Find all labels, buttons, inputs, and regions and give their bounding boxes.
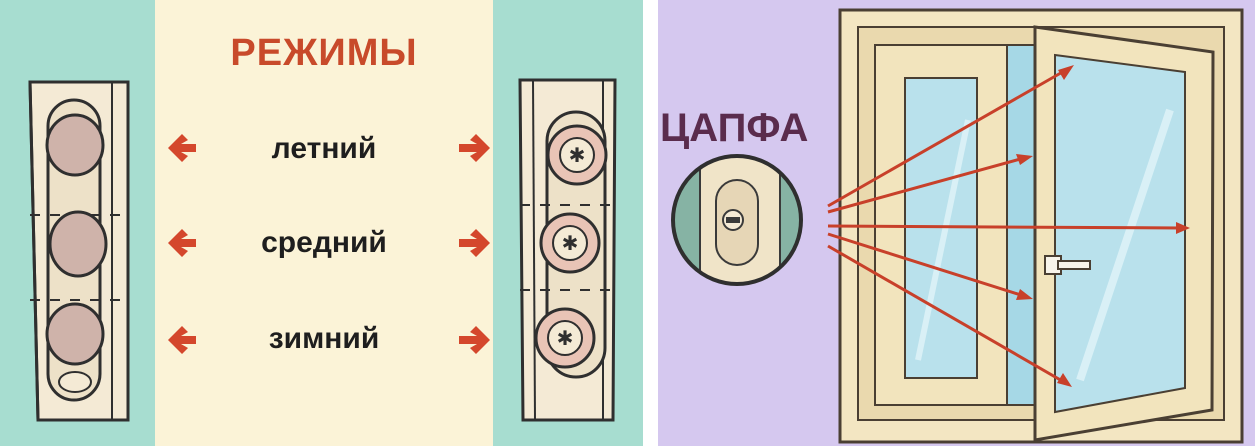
mode-label-summer: летний [271,132,377,165]
cam-winter: ✱ [534,307,596,369]
arrow-right-winter-icon [459,326,490,354]
cam-summer: ✱ [546,124,608,186]
svg-text:✱: ✱ [569,143,586,167]
mode-label-winter: зимний [268,322,380,355]
left-strike-plate [28,80,130,422]
modes-illustration: ✱ ✱ ✱ [28,78,617,422]
svg-text:✱: ✱ [557,326,574,350]
svg-text:✱: ✱ [562,231,579,255]
arrow-left-winter-icon [168,326,196,354]
mode-label-middle: средний [261,226,387,259]
modes-center-band [155,0,493,446]
modes-title: РЕЖИМЫ [230,32,418,74]
arrow-right-summer-icon [459,134,490,162]
pin-summer [45,113,105,177]
cam-middle: ✱ [539,212,601,274]
arrow-left-summer-icon [168,134,196,162]
arrow-left-middle-icon [168,229,196,257]
cam-arrows [827,65,1190,387]
cam-title: ЦАПФА [660,106,809,150]
pin-middle [48,210,108,278]
pin-winter [45,302,105,366]
mode-arrows [168,134,490,354]
panel-divider [643,0,658,446]
arrow-right-middle-icon [459,229,490,257]
cam-closeup [671,154,803,286]
right-strike-plate: ✱ ✱ ✱ [518,78,617,422]
right-glass [1054,53,1186,414]
